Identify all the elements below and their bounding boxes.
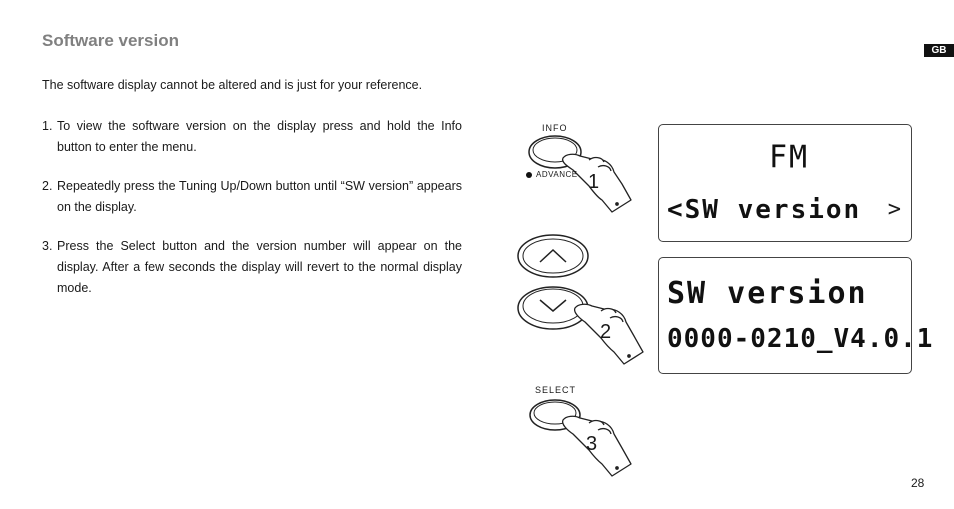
step-number: 3. (42, 239, 53, 253)
pointing-hand-icon (573, 303, 644, 365)
step-item: 1. To view the software version on the d… (42, 116, 462, 158)
step-text: To view the software version on the disp… (57, 119, 462, 154)
instruction-steps: 1. To view the software version on the d… (42, 116, 462, 317)
step-text: Repeatedly press the Tuning Up/Down butt… (57, 179, 462, 214)
illustration-step-number: 3 (586, 433, 598, 455)
step-item: 2. Repeatedly press the Tuning Up/Down b… (42, 176, 462, 218)
tuning-down-button-icon (517, 286, 589, 330)
illustration-step-number: 2 (600, 321, 612, 343)
lcd-arrow-marker: > (887, 197, 901, 222)
lcd-menu-text: <SW version (667, 195, 862, 225)
bullet-icon (526, 171, 532, 178)
select-label: SELECT (535, 385, 577, 395)
lcd-display-version: SW version 0000-0210_V4.0.1 (658, 257, 932, 374)
section-title: Software version (42, 31, 179, 50)
illustration-step-number: 1 (588, 171, 600, 193)
step-text: Press the Select button and the version … (57, 239, 462, 295)
tuning-up-button-icon (517, 234, 589, 278)
language-badge: GB (924, 44, 954, 57)
intro-text: The software display cannot be altered a… (42, 78, 423, 92)
pointing-hand-icon (561, 415, 632, 477)
lcd-title-text: SW version (667, 276, 868, 311)
info-label: INFO (542, 123, 568, 133)
pointing-hand-icon (561, 153, 632, 213)
lcd-display-menu: FM <SW version > (658, 124, 912, 242)
advance-label: ADVANCE (526, 170, 578, 179)
step-number: 2. (42, 179, 53, 193)
step-item: 3. Press the Select button and the versi… (42, 236, 462, 299)
page-number: 28 (911, 476, 925, 490)
lcd-band-text: FM (769, 139, 810, 176)
lcd-version-text: 0000-0210_V4.0.1 (667, 324, 934, 354)
step-number: 1. (42, 119, 53, 133)
